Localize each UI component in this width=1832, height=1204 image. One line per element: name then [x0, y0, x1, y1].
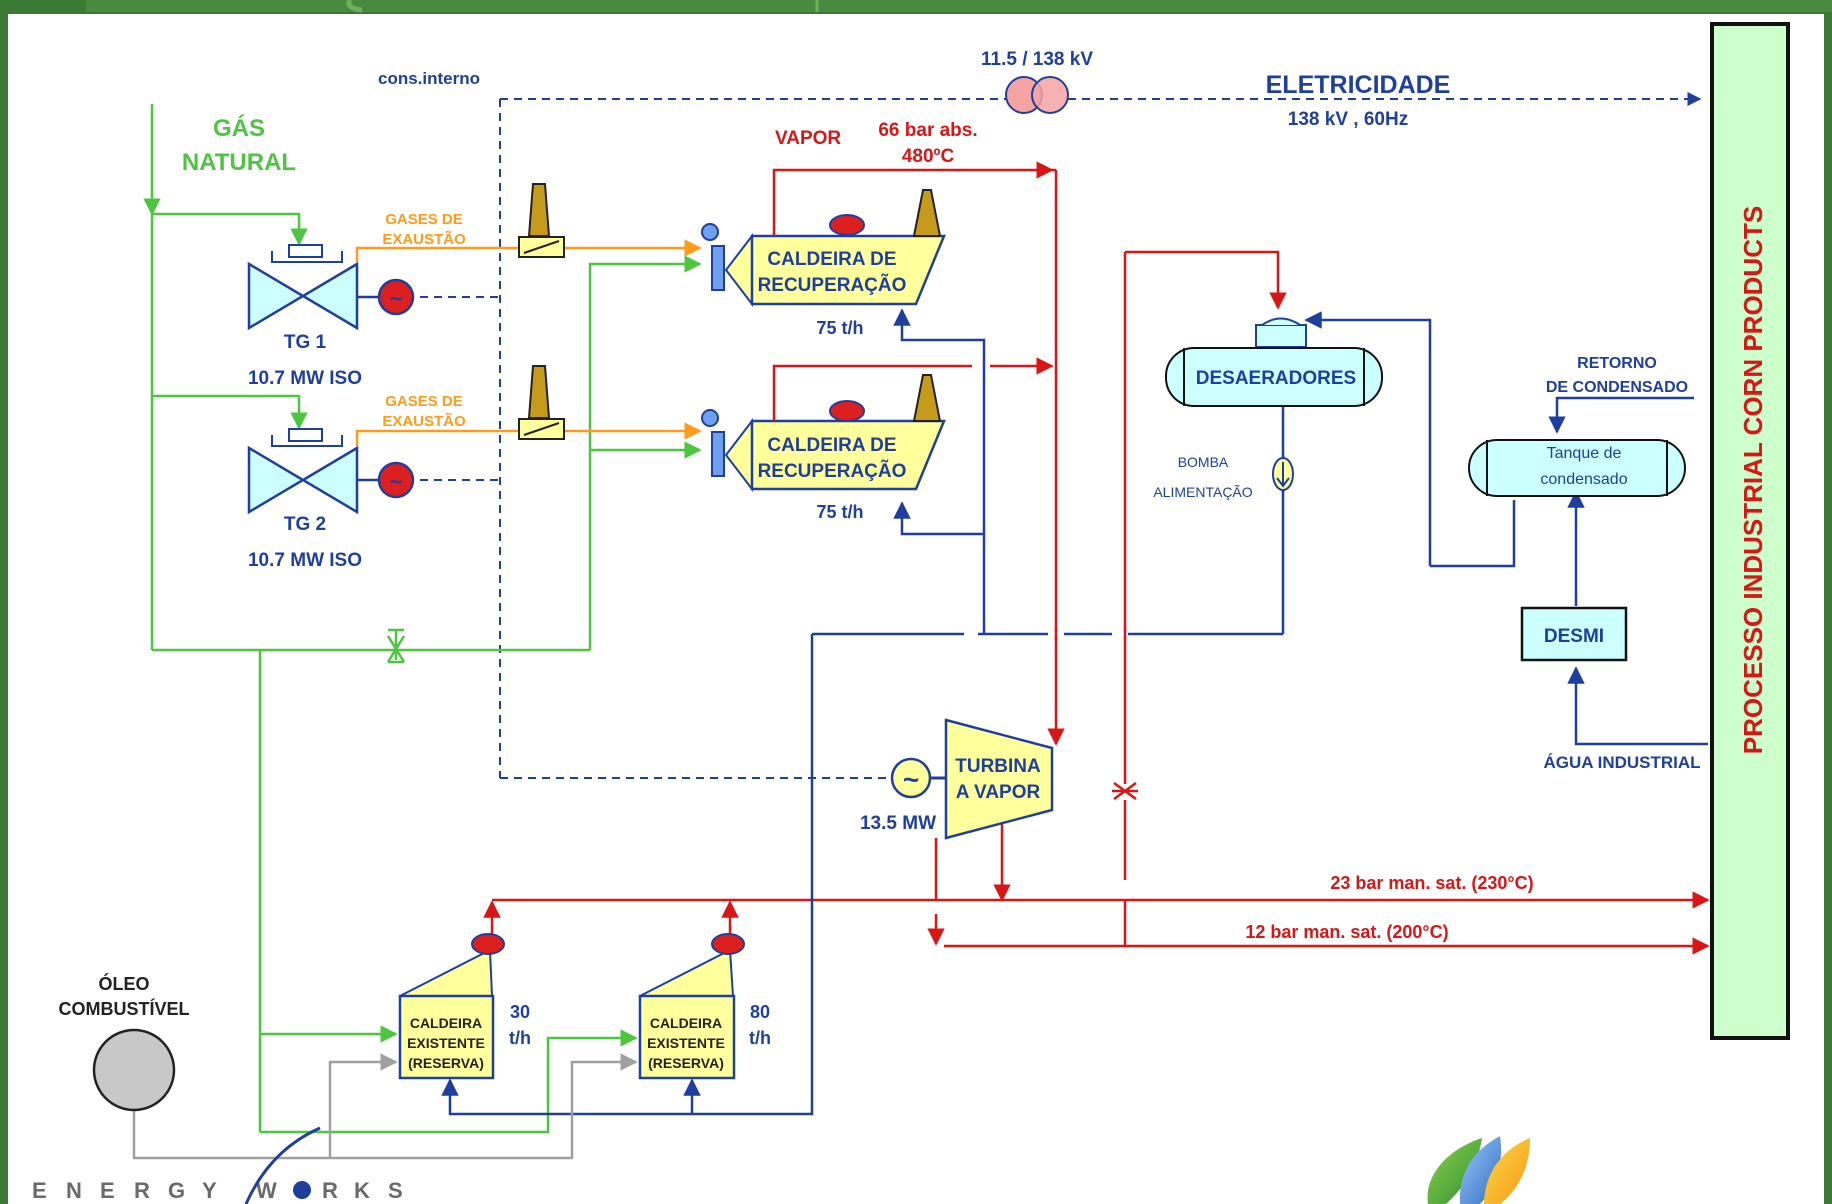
agua-industrial-label: ÁGUA INDUSTRIAL	[1543, 753, 1700, 772]
condensate-tank	[1468, 439, 1686, 497]
steam-line-12bar: 12 bar man. sat. (200°C)	[1245, 922, 1448, 942]
turbine-power: 13.5 MW	[860, 813, 936, 834]
logo-letter: Y	[202, 1178, 217, 1203]
boiler1-label-2: EXISTENTE	[407, 1035, 485, 1051]
tg2-rating: 10.7 MW ISO	[248, 550, 362, 571]
vapor-label: VAPOR	[775, 128, 841, 149]
oil-lines	[132, 1053, 638, 1160]
turbine-label-1: TURBINA	[955, 756, 1041, 777]
exhaust-label-1b: GASES DE	[385, 393, 463, 410]
logo-letter: K	[354, 1178, 370, 1203]
tg1-name: TG 1	[284, 332, 327, 353]
condensate-return-2: DE CONDENSADO	[1546, 379, 1688, 396]
hrsg-1	[701, 189, 946, 307]
cons-interno-label: cons.interno	[378, 69, 480, 88]
transformer-label: 11.5 / 138 kV	[981, 49, 1093, 70]
generator-symbol: ~	[390, 286, 403, 311]
steam-turbine: ~	[890, 718, 1054, 840]
oil-label-1: ÓLEO	[98, 973, 149, 994]
bypass-stack-1	[518, 183, 565, 258]
condensate-return-1: RETORNO	[1577, 355, 1657, 372]
hrsg2-label-2: RECUPERAÇÃO	[758, 460, 907, 482]
vapor-temperature: 480ºC	[902, 146, 955, 167]
pump-label-1: BOMBA	[1178, 454, 1229, 470]
generator-symbol: ~	[903, 764, 919, 795]
hrsg2-capacity: 75 t/h	[816, 502, 863, 522]
vapor-pressure: 66 bar abs.	[878, 120, 977, 141]
logo-letter: R	[134, 1178, 150, 1203]
exhaust-label-1a: GASES DE	[385, 211, 463, 228]
boiler1-label-1: CALDEIRA	[410, 1015, 482, 1031]
tg2-turbine: ~	[247, 428, 415, 515]
exhaust-lines	[355, 239, 702, 446]
exhaust-label-2a: EXAUSTÃO	[382, 230, 466, 248]
electricity-lines	[420, 92, 1702, 779]
hrsg1-capacity: 75 t/h	[816, 318, 863, 338]
oil-tank	[92, 1028, 176, 1112]
boiler2-cap-2: t/h	[749, 1028, 771, 1048]
logo-dot	[293, 1181, 311, 1199]
steam-lines	[483, 161, 1710, 955]
feed-pump	[1272, 457, 1294, 491]
boiler2-label-2: EXISTENTE	[647, 1035, 725, 1051]
gas-lines	[143, 104, 702, 1134]
bypass-stack-2	[518, 365, 565, 440]
generator-symbol: ~	[390, 469, 403, 494]
leaf-logo	[1427, 1136, 1530, 1204]
tg1-turbine: ~	[247, 244, 415, 331]
desmi-box	[1520, 606, 1628, 662]
tg2-name: TG 2	[284, 514, 326, 535]
existing-boiler-2	[638, 933, 745, 1080]
logo-letter: N	[66, 1178, 82, 1203]
logo-letter: S	[388, 1178, 403, 1203]
existing-boiler-1	[398, 933, 505, 1080]
boiler2-label-1: CALDEIRA	[650, 1015, 722, 1031]
eletricidade-label: ELETRICIDADE	[1266, 71, 1451, 99]
condensate-tank-label-2: condensado	[1540, 471, 1627, 488]
boiler2-cap-1: 80	[750, 1002, 770, 1022]
desmi-label: DESMI	[1544, 626, 1604, 647]
steam-line-23bar: 23 bar man. sat. (230°C)	[1330, 873, 1533, 893]
hrsg1-label-2: RECUPERAÇÃO	[758, 274, 907, 296]
gas-valve	[386, 628, 406, 664]
exhaust-label-2b: EXAUSTÃO	[382, 412, 466, 430]
boiler1-cap-1: 30	[510, 1002, 530, 1022]
deaerator-label: DESAERADORES	[1196, 368, 1356, 389]
logo-letter: R	[322, 1178, 338, 1203]
hrsg2-label-1: CALDEIRA DE	[767, 435, 896, 456]
process-box: PROCESSO INDUSTRIAL CORN PRODUCTS	[1710, 22, 1790, 1040]
condensate-tank-label-1: Tanque de	[1547, 445, 1622, 462]
logo-letter: G	[168, 1178, 185, 1203]
boiler1-cap-2: t/h	[509, 1028, 531, 1048]
energyworks-logo: E N E R G Y W R K S	[32, 1126, 403, 1204]
boiler2-label-3: (RESERVA)	[648, 1055, 724, 1071]
logo-letter: E	[100, 1178, 115, 1203]
deaerator-tank	[1165, 317, 1383, 407]
pump-label-2: ALIMENTAÇÃO	[1153, 484, 1252, 500]
transformer	[1005, 76, 1069, 114]
oil-label-2: COMBUSTÍVEL	[58, 998, 189, 1019]
grid-spec-label: 138 kV , 60Hz	[1288, 109, 1408, 130]
gas-label-2: NATURAL	[182, 149, 296, 176]
hrsg-2	[701, 374, 946, 492]
tg1-rating: 10.7 MW ISO	[248, 368, 362, 389]
water-lines	[441, 308, 1708, 1116]
steam-valve	[1112, 781, 1138, 801]
process-label: PROCESSO INDUSTRIAL CORN PRODUCTS	[1738, 206, 1768, 754]
hrsg1-label-1: CALDEIRA DE	[767, 249, 896, 270]
logo-letter: E	[32, 1178, 47, 1203]
logo-letter: W	[256, 1178, 277, 1203]
gas-label-1: GÁS	[213, 114, 265, 142]
turbine-label-2: A VAPOR	[956, 782, 1041, 803]
boiler1-label-3: (RESERVA)	[408, 1055, 484, 1071]
